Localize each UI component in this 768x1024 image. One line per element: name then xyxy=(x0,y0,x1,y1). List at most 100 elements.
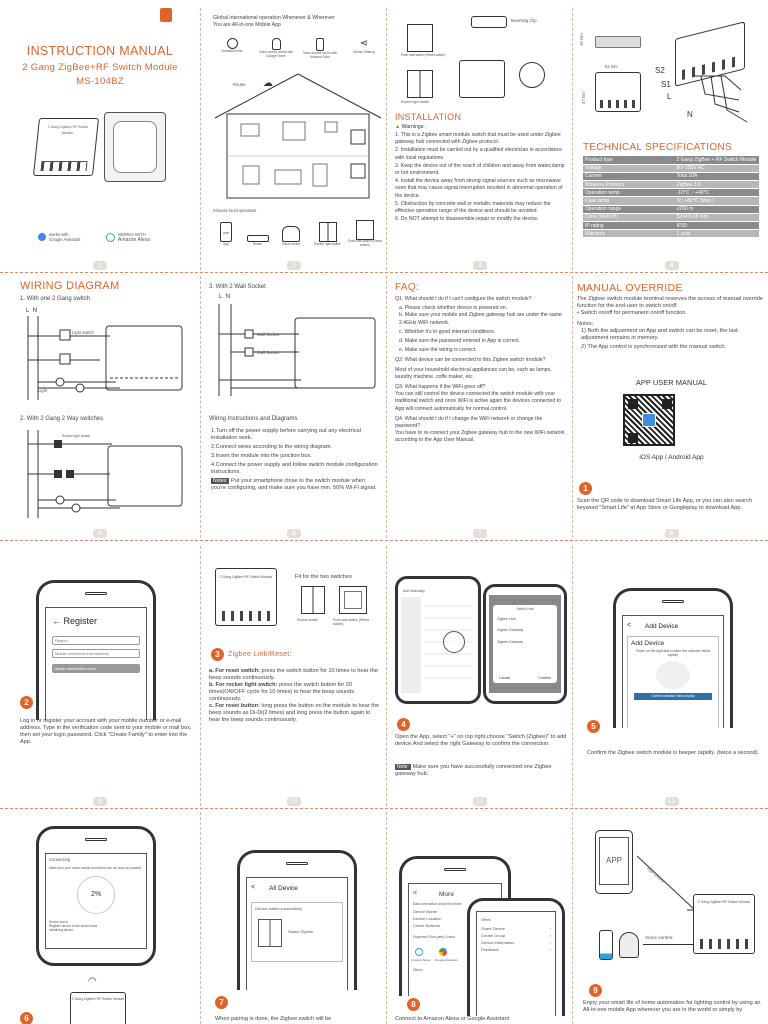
app-manual-title: APP USER MANUAL xyxy=(635,378,708,387)
page-14: < All Device Device added successfully S… xyxy=(203,812,385,1024)
fold-line xyxy=(572,546,573,806)
fold-line xyxy=(0,808,768,809)
region-field[interactable]: Region xyxy=(52,636,140,645)
timer-icon xyxy=(226,38,238,49)
tuya-logo-icon xyxy=(160,8,172,22)
switch-device-icon xyxy=(258,919,282,947)
device-name[interactable]: Switch Zigbee xyxy=(288,929,314,934)
amazon-echo-icon xyxy=(599,930,613,960)
all-in-one-text: You are All-in-one Mobile App xyxy=(213,22,281,28)
smart-life-logo-icon xyxy=(642,413,656,427)
confirm-button[interactable]: Confirm xyxy=(538,676,551,680)
hub-option[interactable]: Zigbee Hub xyxy=(497,616,516,621)
label-n: N xyxy=(32,308,38,314)
page-7: FAQ: Q1: What should I do if I can't con… xyxy=(389,274,571,540)
switch-module-image: 2 Gang ZigBee+RF Switch Module xyxy=(693,894,755,954)
share-device-item[interactable]: Share Device› xyxy=(481,926,551,931)
fold-line xyxy=(200,8,201,270)
step-number: 4 xyxy=(397,718,410,731)
phone-icon: APP xyxy=(595,830,633,894)
spec-value: IP20 xyxy=(674,221,759,231)
page-3: Push wall switch (Reset switch) Rocker l… xyxy=(389,0,571,272)
smart-speaker-icon xyxy=(282,225,300,242)
success-card: Device added successfully Switch Zigbee xyxy=(251,902,343,962)
register-title[interactable]: ← Register xyxy=(52,616,98,626)
manual-override-title: MANUAL OVERRIDE xyxy=(577,282,683,294)
verification-button[interactable]: Obtain verification code xyxy=(52,664,140,673)
page-15: < More Basic information about the devic… xyxy=(389,812,571,1024)
fold-line xyxy=(572,8,573,270)
inhouse-caption: Inhouse local operation xyxy=(213,208,257,213)
highlight-circle xyxy=(443,631,465,653)
page-number: 5 xyxy=(93,529,107,538)
fold-line xyxy=(0,540,768,541)
add-manually-header: Add Manually xyxy=(403,589,425,593)
label-l: L xyxy=(26,308,30,314)
faq-list: Q1: What should I do if I can't configur… xyxy=(395,296,565,444)
step-number: 9 xyxy=(589,984,602,997)
page-number: 10 xyxy=(287,797,301,806)
page-number: 9 xyxy=(93,797,107,806)
back-icon[interactable]: < xyxy=(627,622,632,629)
step-number: 1 xyxy=(579,482,592,495)
spec-value: -10°C ~ +40°C xyxy=(674,188,759,198)
category-sidebar[interactable] xyxy=(401,597,421,693)
qr-code[interactable] xyxy=(623,394,675,446)
all-device-title: All Device xyxy=(269,885,298,892)
wiring-title: WIRING DIAGRAM xyxy=(20,280,120,292)
confirm-blinks-button[interactable]: Confirm indicator blinks rapidly xyxy=(634,693,712,700)
menu-check-network[interactable]: Check Network xyxy=(413,923,441,928)
menu-device-location[interactable]: Device Location xyxy=(413,916,442,921)
chevron-right-icon: › xyxy=(549,940,551,945)
back-icon[interactable]: < xyxy=(413,890,418,897)
feedback-item[interactable]: Feedback› xyxy=(481,947,551,952)
spec-value: 90~250V AC xyxy=(674,164,759,173)
fold-line xyxy=(200,812,201,1024)
tech-specs-title: TECHNICAL SPECIFICATIONS xyxy=(583,142,732,153)
alexa-icon[interactable] xyxy=(415,948,423,956)
hub-option[interactable]: Zigbee Gateway xyxy=(497,628,524,633)
page-number: 7 xyxy=(473,529,487,538)
google-assistant-icon[interactable] xyxy=(439,948,447,956)
wifi-icon: ◠ xyxy=(88,976,97,987)
spec-label: Voltage xyxy=(583,164,675,173)
phone-mockup-front: Others Share Device› Create Group› Devic… xyxy=(467,898,565,1016)
fold-line xyxy=(200,546,201,806)
hub-option[interactable]: Zigbee Gateway xyxy=(497,639,524,644)
step2-text: Log in or register your account with you… xyxy=(20,718,192,745)
spec-label: IP rating xyxy=(583,221,675,231)
page-10: 2 Gang ZigBee+RF Switch Module Fit for t… xyxy=(203,544,385,808)
select-hub-popup: Select Hub Zigbee Hub Zigbee Gateway Zig… xyxy=(493,605,557,683)
phone-mockup-left: Add Manually xyxy=(395,576,481,704)
spec-value: ZigBee 3.0 xyxy=(674,180,759,190)
back-icon[interactable]: < xyxy=(251,884,256,891)
spec-value: Tc: +80°C (Max.) xyxy=(674,196,759,206)
create-group-item[interactable]: Create Group› xyxy=(481,933,551,938)
step-number: 2 xyxy=(20,696,33,709)
page-5: WIRING DIAGRAM 1. With one 2 Gang switch… xyxy=(0,274,200,540)
router-label: Router xyxy=(233,82,246,87)
step-number: 8 xyxy=(407,998,420,1011)
switch-module-image xyxy=(459,60,505,98)
menu-device-name[interactable]: Device Name xyxy=(413,909,438,914)
module-side-view xyxy=(595,36,641,48)
spec-value: ≤200 m xyxy=(674,205,759,214)
wiring-diagram-1 xyxy=(27,316,183,400)
switch-module-image: 2 Gang ZigBee+RF Switch Module xyxy=(215,568,277,626)
device-information-item[interactable]: Device Information› xyxy=(481,940,551,945)
step-number: 3 xyxy=(211,648,224,661)
cancel-button[interactable]: Cancel xyxy=(499,676,511,680)
spec-value: 1 year xyxy=(674,229,759,239)
page-6: 3. With 2 Wall Socket L N Wall Socket Wa… xyxy=(203,274,385,540)
terminal-wires xyxy=(693,75,748,123)
google-home-icon xyxy=(619,932,639,958)
spec-label: Case temp. xyxy=(583,196,675,206)
email-field[interactable]: Mobile number/e-mail address xyxy=(52,649,140,658)
fold-line xyxy=(572,276,573,538)
warnings-list: 1. This is a Zigbee smart module switch … xyxy=(395,132,565,223)
module-front-view xyxy=(595,72,641,112)
phone-mockup: < All Device Device added successfully S… xyxy=(237,850,357,990)
